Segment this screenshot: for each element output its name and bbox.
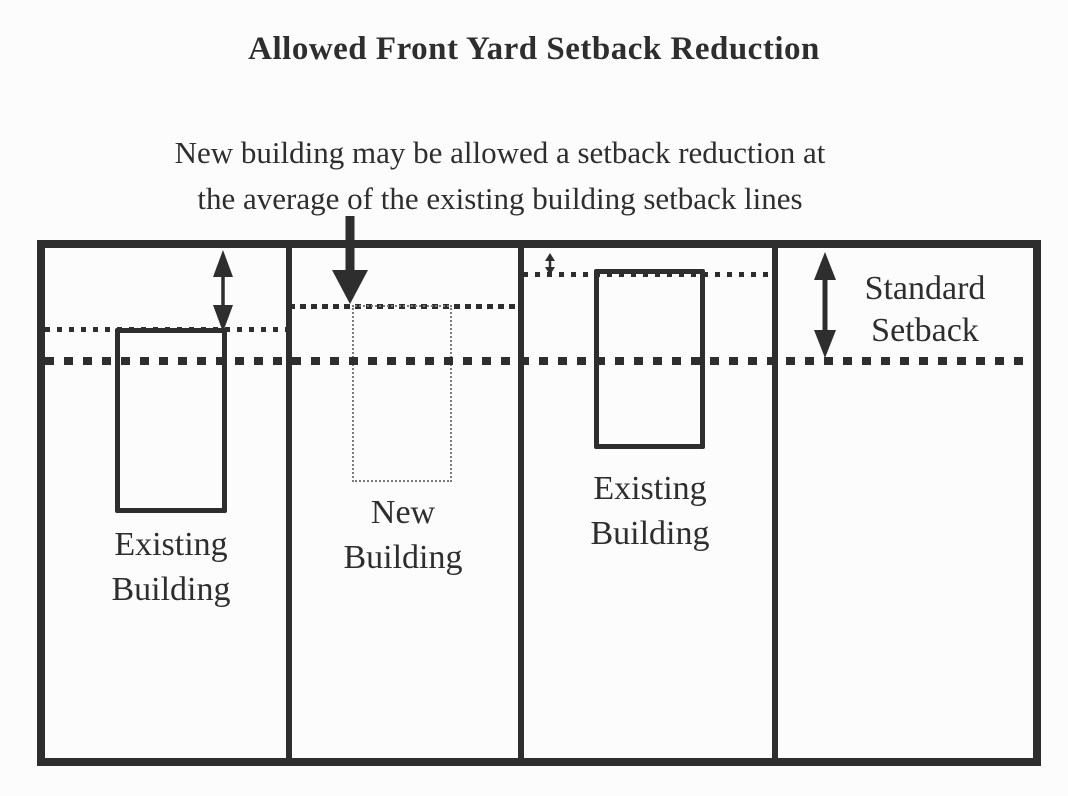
annotation-pointer-arrow-icon xyxy=(330,216,370,305)
standard-setback-double-arrow-icon xyxy=(812,251,838,359)
figure-title: Allowed Front Yard Setback Reduction xyxy=(248,31,820,67)
lot-divider-1 xyxy=(286,248,292,758)
new-building-label: New Building xyxy=(343,494,463,576)
existing-building-1-label: Existing Building xyxy=(111,526,231,608)
lot3-setback-line xyxy=(523,272,773,277)
lot3-setback-double-arrow-icon xyxy=(543,253,557,275)
annotation-text: New building may be allowed a setback re… xyxy=(0,130,1000,222)
standard-setback-line xyxy=(45,357,1033,365)
existing-building-2-label: Existing Building xyxy=(590,470,710,552)
parcel-boundary: Existing Building New Building Existing … xyxy=(37,240,1041,766)
lot-divider-2 xyxy=(518,248,524,758)
new-building xyxy=(352,305,452,482)
existing-building-1 xyxy=(115,328,227,513)
annotation-line-1: New building may be allowed a setback re… xyxy=(174,135,826,170)
annotation-line-2: the average of the existing building set… xyxy=(197,181,803,216)
lot1-setback-double-arrow-icon xyxy=(208,249,238,333)
standard-setback-label: Standard Setback xyxy=(864,270,986,349)
lot-divider-3 xyxy=(772,248,778,758)
